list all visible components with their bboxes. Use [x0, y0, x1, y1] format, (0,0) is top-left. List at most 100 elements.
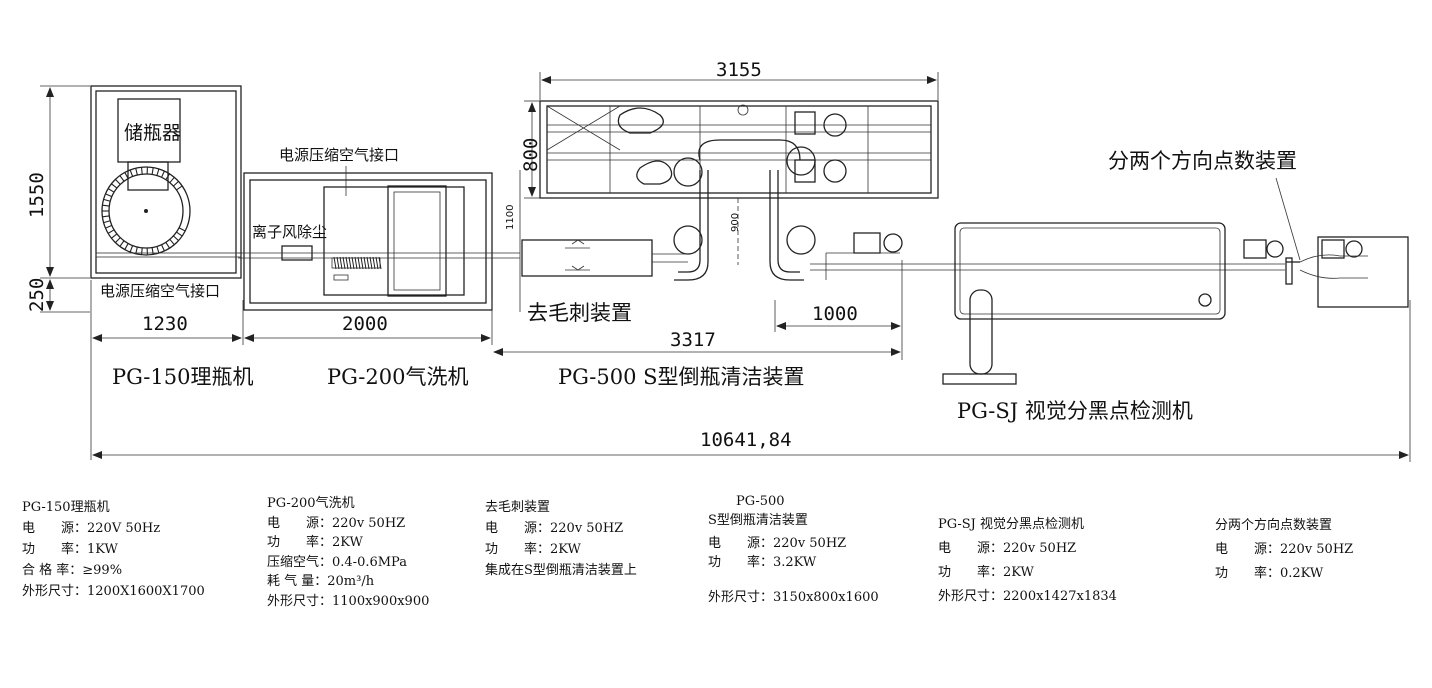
ion-dust-label: 离子风除尘 — [252, 223, 327, 241]
spec-subtitle: S型倒瓶清洁装置 — [708, 513, 808, 528]
wheel-tooth — [119, 175, 125, 182]
wheel-tooth — [114, 179, 121, 185]
spring-coil — [333, 256, 337, 270]
power-air-label-2: 电源压缩空气接口 — [279, 146, 399, 164]
spec-pg500: PG-500 S型倒瓶清洁装置 电 源：220v 50HZ 功 率：3.2KW … — [708, 492, 879, 607]
wheel-tooth — [103, 198, 111, 202]
wheel-tooth — [119, 240, 125, 247]
spec-line: 集成在S型倒瓶清洁装置上 — [485, 563, 637, 578]
caption-pgsj: PG-SJ 视觉分黑点检测机 — [957, 399, 1193, 423]
spring-coil — [369, 256, 373, 270]
wheel-tooth — [178, 227, 186, 232]
dim-1550: 1550 — [26, 172, 48, 218]
spring-coil — [348, 256, 352, 270]
wheel-tooth — [160, 170, 165, 178]
spec-line: 电 源：220v 50HZ — [485, 521, 624, 536]
spec-line: 功 率：0.2KW — [1215, 566, 1324, 581]
spec-line: 外形尺寸：1200X1600X1700 — [22, 584, 205, 599]
spec-line: 功 率：2KW — [938, 565, 1034, 580]
pg200-machine — [238, 170, 521, 312]
dim-3155: 3155 — [716, 59, 762, 81]
spring-coil — [339, 256, 343, 270]
spec-line: 合 格 率：≥99% — [22, 563, 123, 578]
wheel-tooth — [172, 235, 179, 242]
dim-1100: 1100 — [505, 205, 516, 230]
spec-title: PG-SJ 视觉分黑点检测机 — [938, 517, 1085, 532]
spec-title: PG-500 — [736, 494, 785, 509]
wheel-tooth — [156, 246, 160, 254]
spring-coil — [342, 256, 346, 270]
wheel-tooth — [140, 247, 143, 255]
spring-coil — [375, 256, 379, 270]
spring-coil — [360, 256, 364, 270]
spec-deburr: 去毛刺装置 电 源：220v 50HZ 功 率：2KW 集成在S型倒瓶清洁装置上 — [485, 497, 637, 581]
spec-title: PG-150理瓶机 — [22, 500, 110, 515]
spec-line: 压缩空气：0.4-0.6MPa — [267, 554, 407, 570]
wheel-tooth — [103, 220, 111, 224]
wheel-tooth — [176, 231, 183, 237]
wheel-tooth — [105, 193, 113, 198]
wheel-tooth — [107, 229, 115, 234]
spec-pg150: PG-150理瓶机 电 源：220V 50Hz 功 率：1KW 合 格 率：≥9… — [22, 497, 205, 602]
wheel-tooth — [172, 180, 179, 187]
spring-coil — [378, 256, 382, 270]
dim-left-vertical — [40, 85, 90, 313]
storage-label: 储瓶器 — [124, 122, 181, 144]
dim-1230: 1230 — [142, 313, 188, 335]
conveyor-line — [810, 232, 1285, 280]
dim-total: 10641,84 — [700, 429, 792, 451]
spec-line: 电 源：220v 50HZ — [708, 536, 847, 551]
deburr-unit — [521, 239, 688, 277]
wheel-tooth — [151, 167, 154, 175]
wheel-tooth — [107, 188, 115, 193]
spec-counter: 分两个方向点数装置 电 源：220v 50HZ 功 率：0.2KW — [1215, 514, 1353, 586]
counter-label: 分两个方向点数装置 — [1108, 149, 1297, 173]
wheel-tooth — [105, 224, 113, 229]
caption-pg150: PG-150理瓶机 — [112, 365, 253, 389]
spring-coil — [363, 256, 367, 270]
wheel-tooth — [124, 243, 129, 250]
wheel-tooth — [176, 185, 183, 191]
spec-size: 外形尺寸：2200x1427x1834 — [938, 589, 1117, 604]
spec-line: 功 率：1KW — [22, 542, 118, 557]
wheel-tooth — [160, 244, 165, 252]
spring-coil — [336, 256, 340, 270]
wheel-tooth — [156, 168, 160, 176]
pg150-machine — [90, 85, 242, 279]
wheel-tooth — [111, 233, 118, 239]
wheel-tooth — [111, 183, 118, 189]
dim-250: 250 — [26, 278, 48, 312]
spec-title: 分两个方向点数装置 — [1215, 518, 1333, 533]
spring-coil — [354, 256, 358, 270]
spec-line: 外形尺寸：1100x900x900 — [267, 593, 430, 609]
counter-device — [1243, 236, 1409, 308]
wheel-tooth — [135, 168, 138, 176]
dim-3317: 3317 — [670, 329, 716, 351]
spec-pg200: PG-200气洗机 电 源：220v 50HZ 功 率：2KW 压缩空气：0.4… — [267, 494, 429, 611]
pg500-machine — [539, 100, 939, 281]
wheel-tooth — [102, 204, 110, 207]
wheel-tooth — [129, 169, 134, 177]
wheel-tooth — [124, 172, 129, 179]
spec-line: 功 率：2KW — [485, 542, 581, 557]
spec-line: 功 率：2KW — [267, 535, 363, 550]
pgsj-machine — [942, 222, 1226, 385]
caption-pg200: PG-200气洗机 — [327, 365, 468, 389]
spec-line: 功 率：3.2KW — [708, 555, 817, 570]
caption-pg500: PG-500 S型倒瓶清洁装置 — [558, 365, 805, 389]
spec-line: 电 源：220v 50HZ — [1215, 542, 1354, 557]
deburr-label: 去毛刺装置 — [527, 301, 632, 325]
spec-line: 电 源：220v 50HZ — [938, 541, 1077, 556]
dim-2000: 2000 — [342, 313, 388, 335]
spring-coil — [372, 256, 376, 270]
power-air-label-1: 电源压缩空气接口 — [100, 282, 220, 300]
dim-middle — [493, 260, 903, 360]
wheel-tooth — [169, 176, 175, 184]
spec-title: PG-200气洗机 — [267, 496, 355, 511]
spec-title: 去毛刺装置 — [485, 500, 551, 515]
wheel-tooth — [129, 245, 134, 253]
spring-coil — [357, 256, 361, 270]
dim-total — [92, 300, 1411, 462]
wheel-tooth — [165, 173, 171, 181]
